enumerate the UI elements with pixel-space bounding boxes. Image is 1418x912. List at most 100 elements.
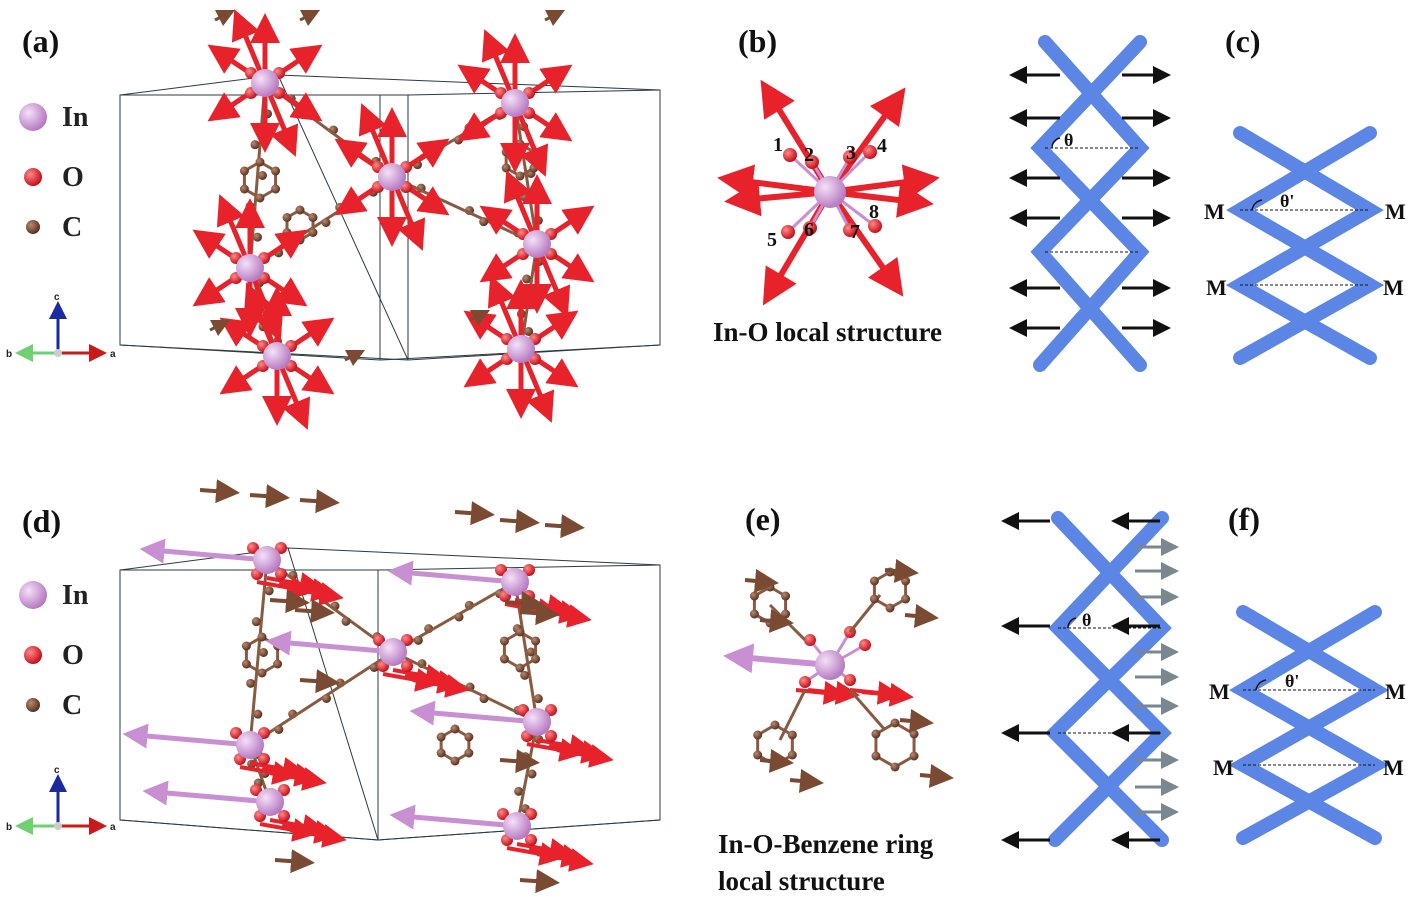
- carbon-atom: [282, 228, 292, 237]
- phonon-arrows-top: [1009, 66, 1171, 337]
- red-displacement-arrow: [807, 680, 860, 705]
- carbon-atom: [515, 663, 525, 673]
- indium-atom: [503, 812, 531, 840]
- red-displacement-arrow: [269, 767, 327, 791]
- carbon-atom: [239, 166, 249, 176]
- bond: [254, 652, 260, 684]
- oxygen-atom: [868, 219, 882, 233]
- oxygen-atom: [843, 223, 857, 237]
- bond: [517, 605, 524, 629]
- theta-label: θ: [1082, 610, 1091, 630]
- oxygen-atom: [859, 639, 871, 651]
- carbon-atom: [781, 591, 791, 601]
- carbon-atom-icon: [26, 698, 40, 712]
- carbon-atom: [273, 659, 283, 669]
- oxygen-atom: [803, 221, 817, 235]
- oxygen-atom: [783, 148, 797, 162]
- indium-atom: [263, 342, 291, 370]
- carbon-atom: [241, 641, 251, 651]
- carbon-atom: [436, 748, 446, 758]
- carbon-atom: [781, 609, 791, 619]
- oxygen-atom: [545, 704, 557, 716]
- axis-label-a: a: [110, 349, 116, 360]
- brown-displacement-arrow: [299, 9, 321, 27]
- red-displacement-arrow: [281, 820, 339, 844]
- panel-label-b: (b): [738, 23, 777, 59]
- panel-label-a: (a): [22, 23, 59, 59]
- indium-atom: [379, 638, 407, 666]
- oxygen-atom: [258, 727, 270, 739]
- phonon-arrows-bottom: [1001, 512, 1179, 849]
- bond: [488, 697, 514, 712]
- oxygen-number-6: 6: [804, 219, 814, 241]
- legend-bottom: In O C: [19, 580, 89, 721]
- carbon-atom: [787, 730, 797, 740]
- axis-label-c: c: [54, 765, 60, 776]
- indium-atom: [814, 176, 846, 208]
- carbon-atom: [250, 140, 260, 150]
- pink-displacement-arrow: [122, 723, 251, 749]
- oxygen-atom: [230, 727, 242, 739]
- oxygen-atom: [781, 225, 795, 239]
- axis-label-c: c: [54, 292, 60, 303]
- bond: [528, 739, 536, 757]
- bond: [253, 175, 259, 207]
- oxygen-atom: [495, 564, 507, 576]
- crystal-structure-d: [122, 479, 614, 894]
- oxygen-number-2: 2: [804, 144, 814, 166]
- oxygen-atom: [401, 634, 413, 646]
- carbon-atom: [749, 609, 759, 619]
- carbon-atom: [520, 670, 530, 680]
- oxygen-atom: [278, 810, 290, 822]
- oxygen-numbering: 1 2 3 4 5 6 7 8: [767, 134, 887, 251]
- theta-label: θ: [1064, 130, 1073, 150]
- carbon-atom: [869, 594, 879, 604]
- pink-displacement-arrow: [139, 538, 268, 564]
- caption-b: In-O local structure: [713, 317, 942, 347]
- oxygen-atom: [863, 145, 877, 159]
- brown-displacement-arrow: [499, 509, 540, 534]
- framework-schematic-f: θ' M M M M: [1209, 605, 1406, 845]
- pink-displacement-arrow: [723, 643, 831, 674]
- legend-label-o: O: [62, 640, 84, 671]
- axis-label-b: b: [6, 822, 12, 833]
- oxygen-atom: [517, 704, 529, 716]
- carbon-atom: [253, 709, 263, 719]
- metal-label: M: [1383, 755, 1404, 780]
- brown-displacement-arrow: [759, 748, 794, 773]
- metal-label: M: [1213, 755, 1234, 780]
- bond: [520, 149, 528, 174]
- carbon-atom: [901, 576, 911, 586]
- oxygen-number-3: 3: [846, 142, 856, 164]
- carbon-atom: [909, 729, 919, 739]
- carbon-atom: [770, 720, 780, 730]
- oxygen-atom: [275, 542, 287, 554]
- carbon-atom: [341, 616, 351, 626]
- framework-schematic-bottom: θ: [1001, 511, 1179, 849]
- metal-label: M: [1204, 199, 1225, 224]
- oxygen-atom: [525, 834, 537, 846]
- carbon-atom: [271, 184, 281, 194]
- carbon-atom: [753, 730, 763, 740]
- oxygen-atom: [250, 784, 262, 796]
- brown-displacement-arrow: [299, 669, 340, 694]
- carbon-atom: [520, 192, 530, 202]
- panel-label-f: (f): [1228, 501, 1260, 537]
- brown-displacement-arrow: [544, 514, 585, 539]
- bond: [344, 666, 370, 685]
- carbon-atom: [787, 750, 797, 760]
- in-o-benzene-local-structure-e: [723, 558, 954, 793]
- caption-e-line2: local structure: [718, 866, 885, 896]
- oxygen-number-8: 8: [869, 201, 879, 223]
- carbon-atom: [436, 732, 446, 742]
- axis-triad-bottom: c b a: [6, 765, 116, 835]
- red-displacement-arrow: [404, 670, 462, 694]
- red-displacement-arrow: [827, 190, 904, 297]
- pink-displacement-arrow: [142, 780, 271, 806]
- carbon-atom: [753, 750, 763, 760]
- carbon-atom: [251, 617, 261, 627]
- metal-label: M: [1385, 199, 1406, 224]
- carbon-atom: [749, 591, 759, 601]
- indium-atom: [815, 650, 845, 680]
- red-displacement-arrow: [528, 844, 586, 868]
